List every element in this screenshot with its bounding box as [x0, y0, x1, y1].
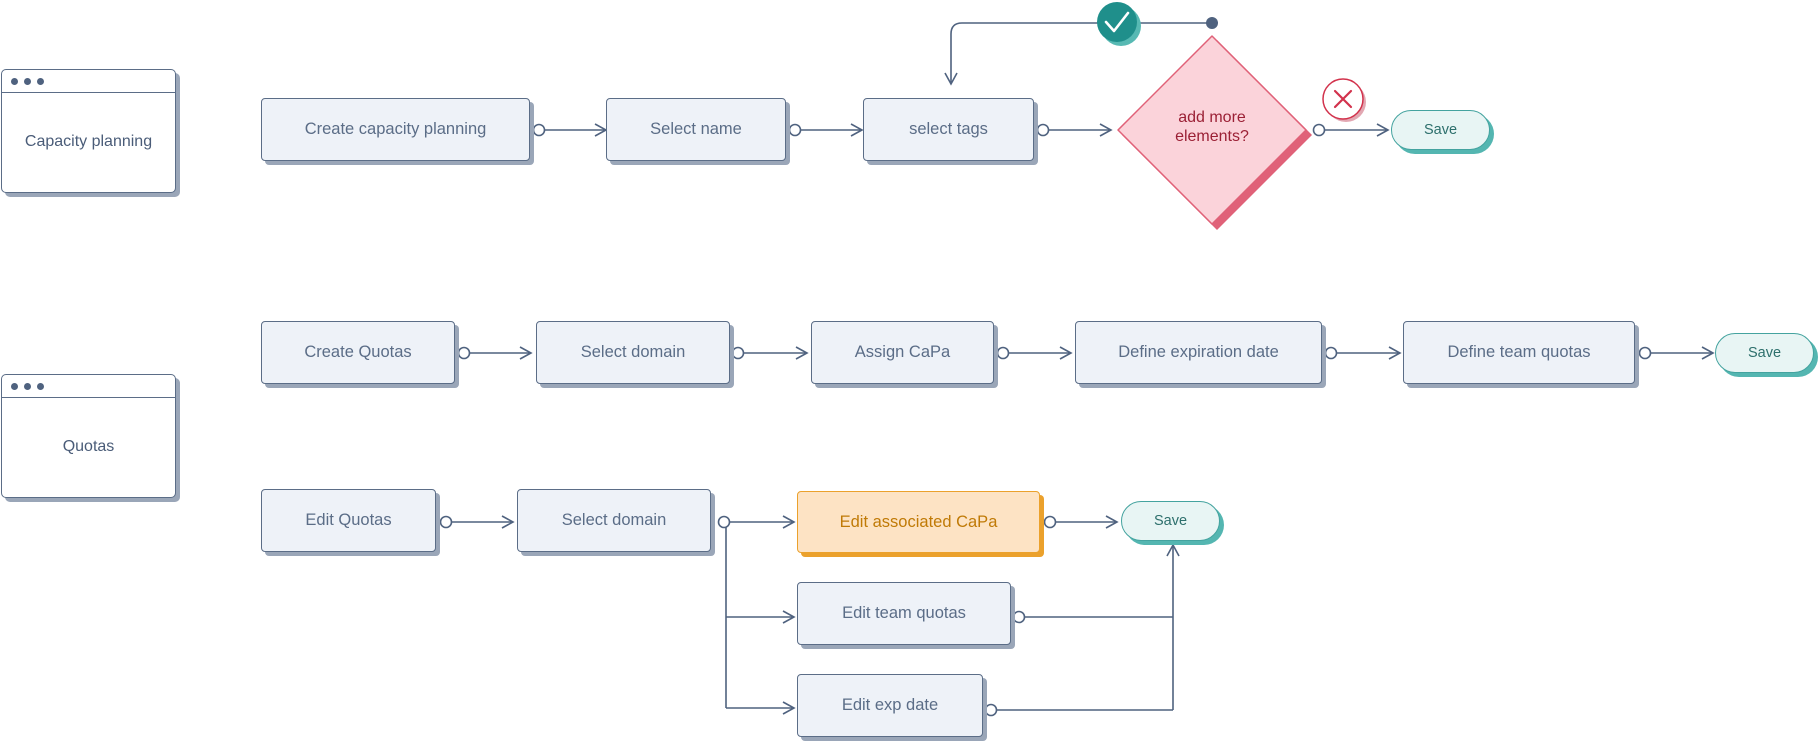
- step-select-tags[interactable]: select tags: [863, 98, 1034, 161]
- lane-capacity-planning: Capacity planning: [1, 69, 176, 193]
- save-button[interactable]: Save: [1121, 501, 1220, 541]
- decision-diamond: [1117, 35, 1307, 225]
- step-assign-capa[interactable]: Assign CaPa: [811, 321, 994, 384]
- step-select-domain[interactable]: Select domain: [536, 321, 730, 384]
- connector-port: [457, 346, 471, 360]
- connector-port: [788, 123, 802, 137]
- lane-quotas: Quotas: [1, 374, 176, 498]
- window-title-bar: [2, 70, 175, 93]
- window-dots-icon: [37, 383, 44, 390]
- step-edit-exp-date[interactable]: Edit exp date: [797, 674, 983, 737]
- window-dots-icon: [11, 78, 18, 85]
- step-define-expiration-date[interactable]: Define expiration date: [1075, 321, 1322, 384]
- x-icon: [1322, 78, 1366, 122]
- connector-port: [1012, 610, 1026, 624]
- save-button[interactable]: Save: [1715, 333, 1814, 373]
- step-edit-quotas[interactable]: Edit Quotas: [261, 489, 436, 552]
- step-define-team-quotas[interactable]: Define team quotas: [1403, 321, 1635, 384]
- window-dots-icon: [24, 78, 31, 85]
- connector-port: [984, 703, 998, 717]
- step-edit-team-quotas[interactable]: Edit team quotas: [797, 582, 1011, 645]
- window-dots-icon: [11, 383, 18, 390]
- check-icon: [1097, 2, 1141, 46]
- step-select-domain[interactable]: Select domain: [517, 489, 711, 552]
- connector-port: [1312, 123, 1326, 137]
- connector-port: [731, 346, 745, 360]
- connector-end-dot: [1206, 17, 1218, 29]
- connector-port: [532, 123, 546, 137]
- decision-label: add more elements?: [1175, 109, 1249, 145]
- connector-port: [717, 515, 731, 529]
- connector-port: [996, 346, 1010, 360]
- connector-port: [1036, 123, 1050, 137]
- save-button[interactable]: Save: [1391, 110, 1490, 150]
- window-dots-icon: [37, 78, 44, 85]
- step-select-name[interactable]: Select name: [606, 98, 786, 161]
- connector-port: [1638, 346, 1652, 360]
- step-create-quotas[interactable]: Create Quotas: [261, 321, 455, 384]
- step-create-capacity-planning[interactable]: Create capacity planning: [261, 98, 530, 161]
- step-edit-associated-capa[interactable]: Edit associated CaPa: [797, 491, 1040, 553]
- connector-port: [439, 515, 453, 529]
- loop-back-connector: [944, 22, 1212, 86]
- connector-port: [1324, 346, 1338, 360]
- window-title-bar: [2, 375, 175, 398]
- window-dots-icon: [24, 383, 31, 390]
- connector-port: [1043, 515, 1057, 529]
- lane-title: Quotas: [62, 438, 115, 455]
- lane-title: Capacity planning: [24, 133, 153, 150]
